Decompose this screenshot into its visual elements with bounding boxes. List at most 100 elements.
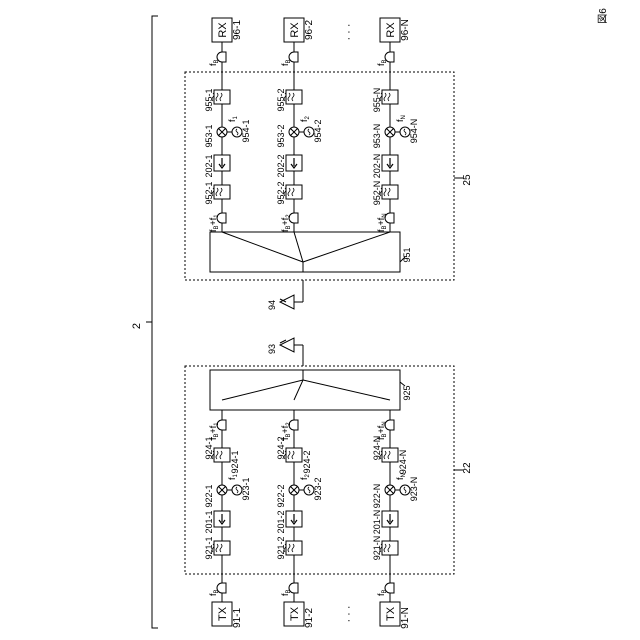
rx-input-freq-label: fB+f2 (280, 214, 292, 232)
tx-ellipsis: · · · (343, 605, 355, 622)
tx-osc-label: 923-1 (241, 477, 251, 500)
rx-amp-label: 202-2 (276, 154, 286, 177)
tx-mixer-icon (217, 485, 227, 495)
tx-filter2-side-label: 924-1 (230, 450, 240, 473)
rx-box-label: RX (217, 22, 229, 38)
rx-amp-label: 202-N (372, 154, 382, 179)
tx-source-label: 91-1 (232, 608, 243, 628)
rx-amplifier (214, 155, 230, 171)
rx-antenna-icon (280, 295, 294, 309)
tx-filter2-side-label: 924-2 (302, 450, 312, 473)
filter-body (382, 541, 398, 555)
rx-mixer-label: 953-2 (276, 124, 286, 147)
rx-filter2-label: 955-1 (204, 88, 214, 111)
rx-lo-freq-label: fN (395, 115, 407, 122)
tx-amp-label: 201-1 (204, 510, 214, 533)
tx-osc-label: 923-N (409, 477, 419, 502)
rx-lo-freq-label: f1 (227, 115, 239, 122)
rx-input-freq-label: fB+f1 (208, 214, 220, 232)
tx-mixer-icon (385, 485, 395, 495)
filter-body (286, 448, 302, 462)
tx-amp-label: 201-N (372, 510, 382, 535)
tx-input-freq-label: fB (280, 589, 292, 596)
filter-body (382, 185, 398, 199)
filter-body (286, 541, 302, 555)
filter-body (214, 541, 230, 555)
rx-amp-label: 202-1 (204, 154, 214, 177)
tx-mixer-label: 922-N (372, 484, 382, 509)
rx-amplifier (382, 155, 398, 171)
tx-output-filter (212, 448, 230, 462)
rx-mixer-label: 953-N (372, 124, 382, 149)
tx-input-filter (284, 541, 302, 555)
rx-output-freq-label: fB (208, 59, 220, 66)
tx-amplifier (382, 511, 398, 527)
combiner-box (210, 370, 400, 410)
rx-ellipsis: · · · (343, 23, 355, 40)
filter-body (286, 90, 302, 104)
rx-osc-label: 954-N (409, 119, 419, 144)
tx-source-label: 91-2 (304, 608, 315, 628)
filter-body (214, 448, 230, 462)
filter-body (214, 185, 230, 199)
combiner-label: 925 (402, 385, 412, 400)
filter-body (286, 185, 302, 199)
tx-input-freq-label: fB (376, 589, 388, 596)
rx-sink-label: 96-1 (232, 20, 243, 40)
tx-filter1-label: 921-1 (204, 536, 214, 559)
tx-box-label: TX (289, 606, 301, 621)
tx-output-filter (380, 448, 398, 462)
system-bracket (152, 16, 158, 628)
rx-input-filter (284, 185, 302, 199)
rx-input-filter (212, 185, 230, 199)
tx-filter1-label: 921-N (372, 536, 382, 561)
rx-sink-label: 96-2 (304, 20, 315, 40)
rx-output-filter (284, 90, 302, 104)
tx-box-label: TX (217, 606, 229, 621)
rx-mixer-label: 953-1 (204, 124, 214, 147)
combiner-leader (400, 382, 405, 386)
rx-amplifier (286, 155, 302, 171)
rx-mixer-icon (289, 127, 299, 137)
tx-filter1-label: 921-2 (276, 536, 286, 559)
rx-osc-label: 954-2 (313, 119, 323, 142)
tx-block-label: 22 (462, 462, 473, 474)
tx-input-freq-label: fB (208, 589, 220, 596)
splitter-label: 951 (402, 247, 412, 262)
rx-filter2-label: 955-2 (276, 88, 286, 111)
rx-output-filter (212, 90, 230, 104)
rx-sink-label: 96-N (400, 19, 411, 41)
rx-output-freq-label: fB (280, 59, 292, 66)
tx-antenna-icon (280, 338, 294, 352)
tx-source-label: 91-N (400, 607, 411, 629)
tx-amp-label: 201-2 (276, 510, 286, 533)
rx-output-filter (380, 90, 398, 104)
tx-mixer-label: 922-2 (276, 484, 286, 507)
tx-mixer-label: 922-1 (204, 484, 214, 507)
rx-filter1-label: 952-N (372, 181, 382, 206)
tx-input-filter (380, 541, 398, 555)
tx-output-filter (284, 448, 302, 462)
tx-osc-label: 923-2 (313, 477, 323, 500)
tx-input-filter (212, 541, 230, 555)
rx-box-label: RX (289, 22, 301, 38)
system-label: 2 (131, 323, 143, 329)
rx-block-label: 25 (462, 174, 473, 186)
rx-filter1-label: 952-1 (204, 181, 214, 204)
filter-body (214, 90, 230, 104)
rx-filter2-label: 955-N (372, 88, 382, 113)
tx-antenna-label: 93 (267, 344, 277, 354)
tx-mixer-icon (289, 485, 299, 495)
rx-antenna-label: 94 (267, 300, 277, 310)
tx-amplifier (214, 511, 230, 527)
rx-osc-label: 954-1 (241, 119, 251, 142)
filter-body (382, 90, 398, 104)
rx-filter1-label: 952-2 (276, 181, 286, 204)
tx-amplifier (286, 511, 302, 527)
rx-input-freq-label: fB+fN (376, 213, 388, 232)
tx-box-label: TX (385, 606, 397, 621)
rx-box-label: RX (385, 22, 397, 38)
rx-mixer-icon (217, 127, 227, 137)
rx-input-filter (380, 185, 398, 199)
